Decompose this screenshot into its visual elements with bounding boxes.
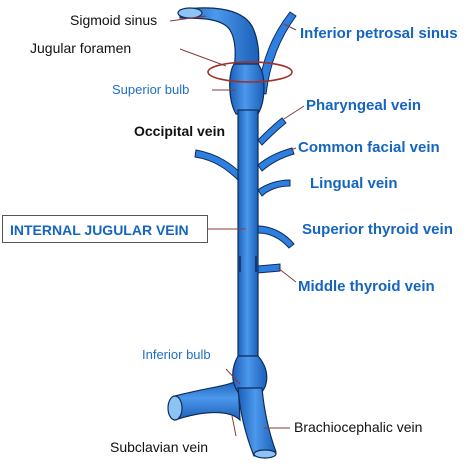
common-facial-vein-label: Common facial vein bbox=[298, 139, 440, 156]
lingual-vessel bbox=[257, 179, 291, 197]
subclavian-vein-label: Subclavian vein bbox=[110, 439, 209, 455]
trunk-valve-marks bbox=[239, 256, 257, 272]
middle-thyroid-vessel bbox=[257, 263, 281, 274]
occipital-vein-label: Occipital vein bbox=[134, 123, 226, 139]
subclavian-opening bbox=[167, 395, 183, 421]
superior-bulb bbox=[229, 63, 265, 115]
internal-jugular-trunk bbox=[237, 109, 259, 361]
occipital-vessel bbox=[194, 149, 245, 183]
lingual-vein-label: Lingual vein bbox=[310, 175, 398, 192]
internal-jugular-vein-label: INTERNAL JUGULAR VEIN bbox=[10, 222, 189, 238]
brachiocephalic-vein-label: Brachiocephalic vein bbox=[294, 419, 423, 435]
pharyngeal-vein-label: Pharyngeal vein bbox=[306, 97, 422, 114]
jugular-foramen-ring bbox=[207, 61, 293, 83]
superior-thyroid-vein-label: Superior thyroid vein bbox=[302, 221, 453, 238]
leader-lines bbox=[169, 15, 305, 437]
brachiocephalic-vessel bbox=[237, 387, 277, 457]
common-facial-vessel bbox=[257, 147, 295, 172]
internal-jugular-vein-box: INTERNAL JUGULAR VEIN bbox=[2, 215, 208, 243]
pharyngeal-vessel bbox=[257, 117, 287, 146]
brachiocephalic-opening bbox=[253, 449, 277, 459]
tributary-branches bbox=[194, 11, 297, 274]
superior-thyroid-vessel bbox=[257, 225, 295, 249]
inferior-bulb-label: Inferior bulb bbox=[142, 347, 211, 362]
subclavian-vessel bbox=[174, 378, 241, 422]
inferior-petrosal-sinus-label: Inferior petrosal sinus bbox=[300, 25, 458, 42]
middle-thyroid-vein-label: Middle thyroid vein bbox=[298, 278, 435, 295]
sigmoid-sinus-opening bbox=[177, 7, 203, 19]
jugular-foramen-label: Jugular foramen bbox=[30, 40, 132, 56]
superior-bulb-label: Superior bulb bbox=[112, 82, 190, 97]
sigmoid-sinus-label: Sigmoid sinus bbox=[70, 12, 158, 28]
inferior-bulb bbox=[232, 355, 268, 393]
